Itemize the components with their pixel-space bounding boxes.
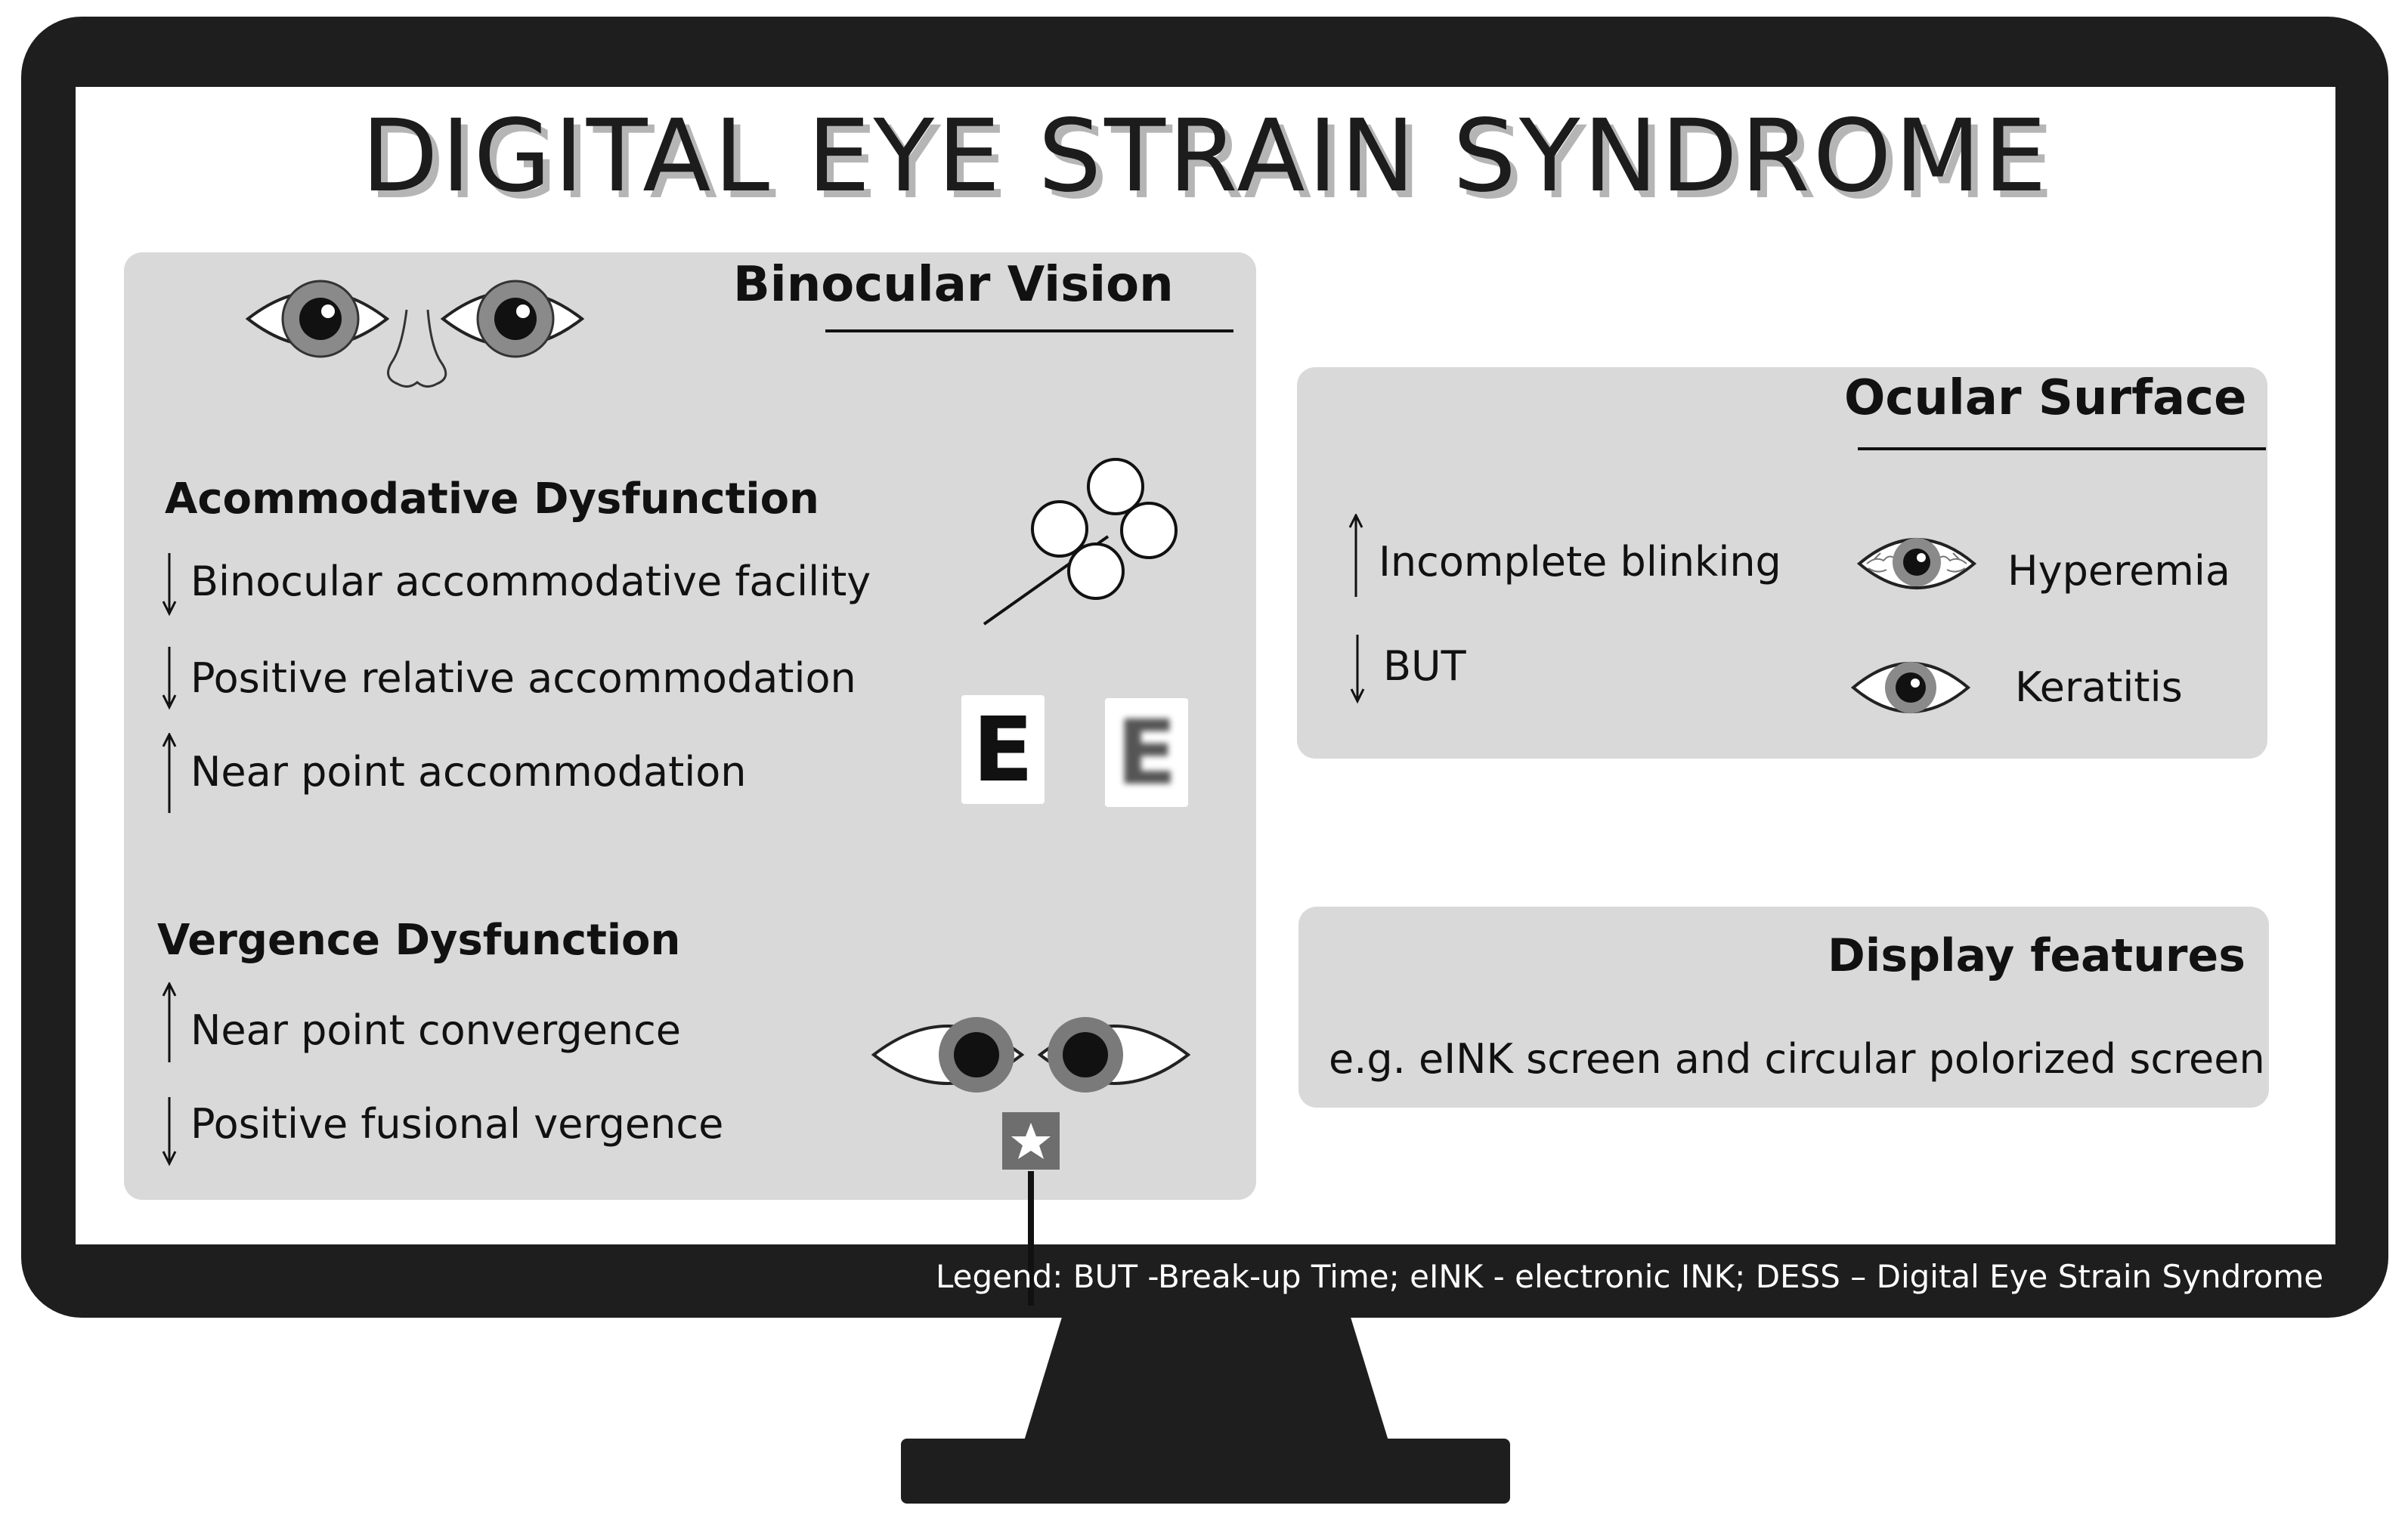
eye-chart-letter: E [972, 697, 1034, 802]
list-item: Positive relative accommodation [190, 654, 856, 702]
arrow-down-icon [162, 1097, 177, 1167]
monitor-stand-base [901, 1439, 1510, 1504]
list-item: Positive fusional vergence [190, 1100, 724, 1148]
eye-chart-sharp-icon: E [961, 695, 1045, 804]
monitor-stand-neck [1023, 1315, 1389, 1443]
arrow-down-icon [162, 553, 177, 617]
ocular-surface-underline [1858, 447, 2266, 450]
list-item: Binocular accommodative facility [190, 558, 871, 605]
ocular-surface-heading: Ocular Surface [1844, 370, 2247, 426]
arrow-down-icon [1350, 635, 1365, 704]
hyperemia-label: Hyperemia [2007, 547, 2230, 595]
star-target-icon [1002, 1112, 1060, 1306]
red-eye-icon [1856, 538, 1977, 589]
eye-chart-letter: E [1116, 700, 1178, 805]
arrow-up-icon [1348, 514, 1363, 597]
eye-icon [1850, 662, 1971, 713]
list-item: Near point accommodation [190, 748, 747, 796]
converging-eyes-icon [871, 1017, 1191, 1093]
vergence-dysfunction-heading: Vergence Dysfunction [157, 916, 681, 965]
arrow-up-icon [162, 982, 177, 1062]
display-features-panel [1298, 907, 2269, 1108]
display-features-heading: Display features [1828, 929, 2246, 982]
eyes-nose-icon [245, 280, 585, 388]
keratitis-label: Keratitis [2015, 663, 2183, 711]
page-title: DIGITAL EYE STRAIN SYNDROME [361, 98, 2050, 215]
binocular-vision-underline [825, 329, 1233, 332]
list-item: Near point convergence [190, 1006, 681, 1054]
list-item: Incomplete blinking [1379, 538, 1781, 586]
binocular-vision-heading: Binocular Vision [733, 257, 1174, 313]
arrow-down-icon [162, 647, 177, 710]
legend: Legend: BUT -Break-up Time; eINK - elect… [936, 1258, 2324, 1295]
display-features-description: e.g. eINK screen and circular polorized … [1329, 1035, 2265, 1083]
flipper-lens-icon [983, 458, 1178, 626]
arrow-up-icon [162, 733, 177, 813]
eye-chart-blurred-icon: E [1105, 698, 1188, 807]
ocular-surface-panel [1297, 367, 2267, 759]
list-item: BUT [1383, 642, 1466, 690]
accommodative-dysfunction-heading: Acommodative Dysfunction [165, 474, 819, 524]
